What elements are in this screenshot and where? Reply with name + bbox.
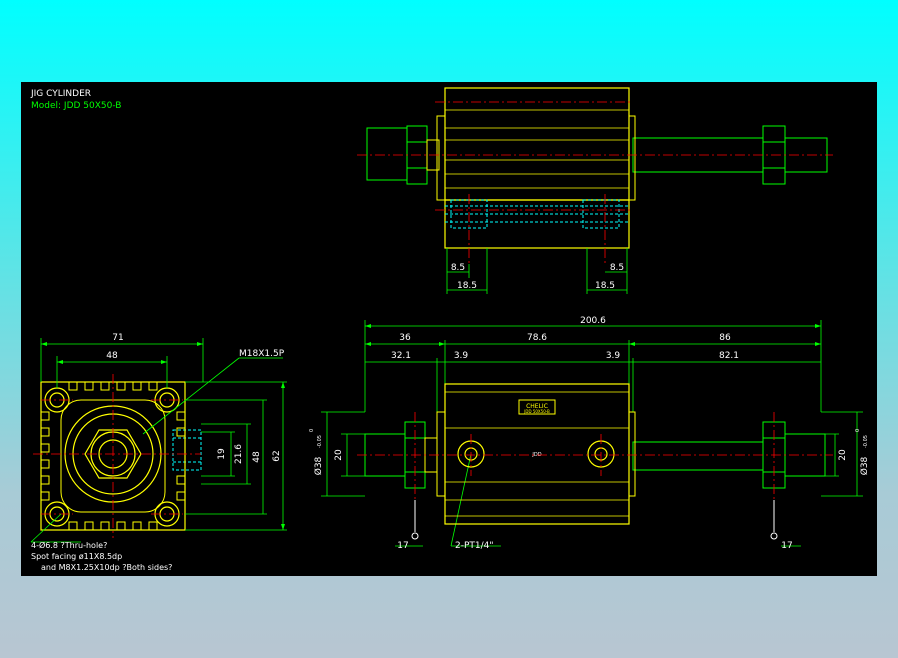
top-view: 8.5 18.5 8.5 18.5	[357, 87, 833, 294]
front-dim-overall: 200.6	[580, 316, 606, 326]
side-dim-width-71: 71	[112, 333, 123, 343]
top-lower-block	[444, 199, 630, 249]
top-body-grooves	[445, 109, 629, 189]
front-tol-right-bot: -0.05	[863, 435, 869, 448]
front-tol-left-bot: -0.05	[317, 435, 323, 448]
front-pins	[411, 500, 778, 540]
front-dim-32-1: 32.1	[391, 351, 411, 361]
front-dimension-arrows	[365, 324, 821, 346]
front-body-lines	[445, 391, 629, 517]
top-dimension-lines	[446, 248, 628, 294]
front-port-callout: 2-PT1/4"	[455, 541, 494, 551]
front-view: CHELIC JDD 50X50-B JDD 200.6 36 78.6 86 …	[309, 316, 870, 551]
cad-drawing: JIG CYLINDER Model: JDD 50X50-B	[30, 87, 870, 572]
front-dim-36: 36	[399, 333, 411, 343]
side-dim-height-62: 62	[272, 450, 282, 461]
side-dim-21-6: 21.6	[234, 444, 244, 464]
side-dim-thread: M18X1.5P	[239, 349, 285, 359]
top-dim-18-5-left: 18.5	[457, 281, 477, 291]
side-note-thread: and M8X1.25X10dp ?Both sides?	[41, 563, 172, 572]
side-view: 71 48 M18X1.5P 19 21.6 48 62 4-Ø6.8 ?Thr…	[30, 333, 287, 572]
front-dim-3-9-left: 3.9	[454, 351, 469, 361]
front-dim-82-1: 82.1	[719, 351, 739, 361]
top-dim-18-5-right: 18.5	[595, 281, 615, 291]
front-dim-dia38-left: Ø38	[313, 456, 324, 475]
top-body	[444, 87, 630, 201]
front-rod-shaft	[632, 441, 764, 471]
side-note-holes: 4-Ø6.8 ?Thru-hole?	[31, 540, 107, 550]
front-dim-20-right: 20	[838, 449, 848, 461]
front-nameplate-brand: CHELIC	[526, 403, 548, 410]
front-tol-left-top: 0	[309, 429, 315, 432]
front-tol-right-top: 0	[855, 429, 861, 432]
front-dim-3-9-right: 3.9	[606, 351, 621, 361]
front-center-mark: JDD	[531, 452, 541, 458]
front-dim-dia38-right: Ø38	[859, 456, 870, 475]
front-nameplate-model: JDD 50X50-B	[523, 409, 550, 414]
top-centerlines	[357, 101, 833, 264]
top-hidden-lines	[445, 199, 629, 229]
side-centerlines	[33, 374, 201, 538]
side-port-hidden	[172, 429, 202, 471]
side-dimension-lines	[30, 338, 287, 543]
front-dim-20-left: 20	[334, 449, 344, 461]
side-dim-width-48: 48	[106, 351, 118, 361]
top-dim-8-5-right: 8.5	[610, 263, 624, 273]
top-dim-8-5-left: 8.5	[451, 263, 465, 273]
drawing-model: Model: JDD 50X50-B	[31, 101, 121, 111]
drawing-title: JIG CYLINDER	[30, 89, 91, 99]
side-dim-height-48: 48	[252, 451, 262, 463]
front-dim-86: 86	[719, 333, 731, 343]
front-dim-78-6: 78.6	[527, 333, 547, 343]
front-dim-17-right: 17	[781, 541, 792, 551]
top-rod-left	[366, 127, 408, 181]
side-dim-19: 19	[217, 448, 227, 460]
front-nameplate	[518, 399, 556, 415]
side-note-spotface: Spot facing ø11X8.5dp	[31, 552, 122, 561]
side-dimension-arrows	[41, 342, 285, 530]
cad-viewport[interactable]: JIG CYLINDER Model: JDD 50X50-B	[21, 82, 877, 576]
front-dim-17-left: 17	[397, 541, 408, 551]
